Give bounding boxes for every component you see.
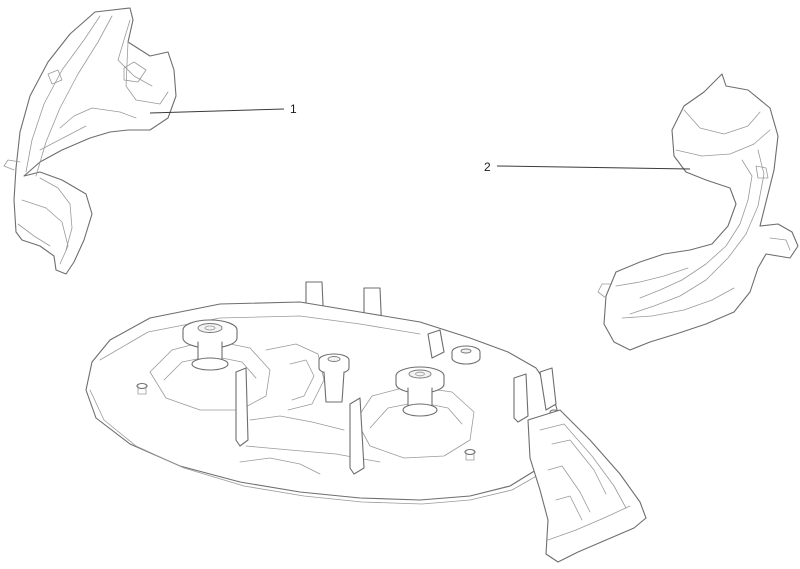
- callout-2: 2: [484, 160, 691, 174]
- callout-label-1: 1: [290, 102, 297, 116]
- callout-1: 1: [149, 102, 297, 116]
- deck-hanger-bracket-top: [427, 329, 445, 359]
- deck-hanger-bracket-left: [235, 367, 249, 447]
- callout-label-2: 2: [484, 160, 491, 174]
- right-spindle-pulley: [395, 366, 445, 417]
- right-idler-pulley: [451, 345, 481, 365]
- right-deflector-shield: [597, 73, 799, 351]
- deck-hanger-bracket-center: [349, 397, 365, 475]
- left-spindle-pulley: [182, 319, 238, 371]
- mower-deck: [85, 281, 647, 563]
- deck-hanger-bracket-right: [513, 373, 529, 423]
- discharge-chute: [527, 409, 647, 563]
- leader-line-1: [149, 108, 285, 114]
- left-deflector-shield: [3, 7, 177, 275]
- leader-line-2: [496, 165, 691, 170]
- center-idler-pulley: [318, 353, 350, 403]
- deck-hanger-bracket-far-right: [539, 367, 557, 411]
